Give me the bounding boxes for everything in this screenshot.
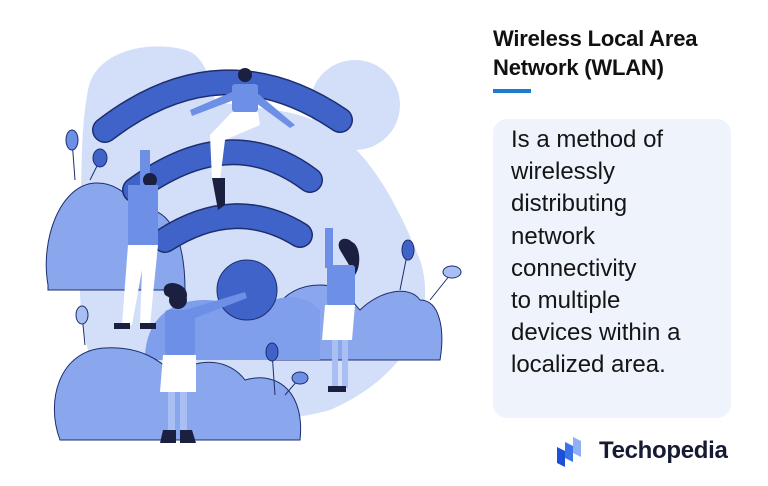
definition-line: Is a method of [511,126,664,153]
title-line-1: Wireless Local Area [493,26,698,51]
techopedia-logo-icon [557,437,581,467]
page-title: Wireless Local Area Network (WLAN) [493,24,763,82]
person-sitting-on-arc [190,68,295,210]
brand-logo: Techopedia [555,434,728,468]
wifi-people-illustration [45,46,462,443]
brand-name: Techopedia [599,437,728,464]
definition-card [493,119,731,418]
definition-line: wirelessly [511,158,616,186]
plants [65,129,462,396]
person-touching-dot [160,283,247,443]
definition-text: Is a method of wirelessly distributing n… [511,124,731,382]
wifi-dot [216,259,278,321]
title-line-2: Network (WLAN) [493,55,664,80]
person-standing-right [322,228,360,392]
definition-line: devices within a [511,319,681,347]
definition-line: connectivity [511,254,637,282]
definition-line: distributing [511,190,628,218]
definition-line: localized area. [511,351,666,379]
person-reaching-arc [114,150,158,329]
title-accent-bar [493,89,531,93]
definition-line: to multiple [511,287,621,315]
definition-line: network [511,222,596,250]
wifi-signal-icon [92,69,353,253]
